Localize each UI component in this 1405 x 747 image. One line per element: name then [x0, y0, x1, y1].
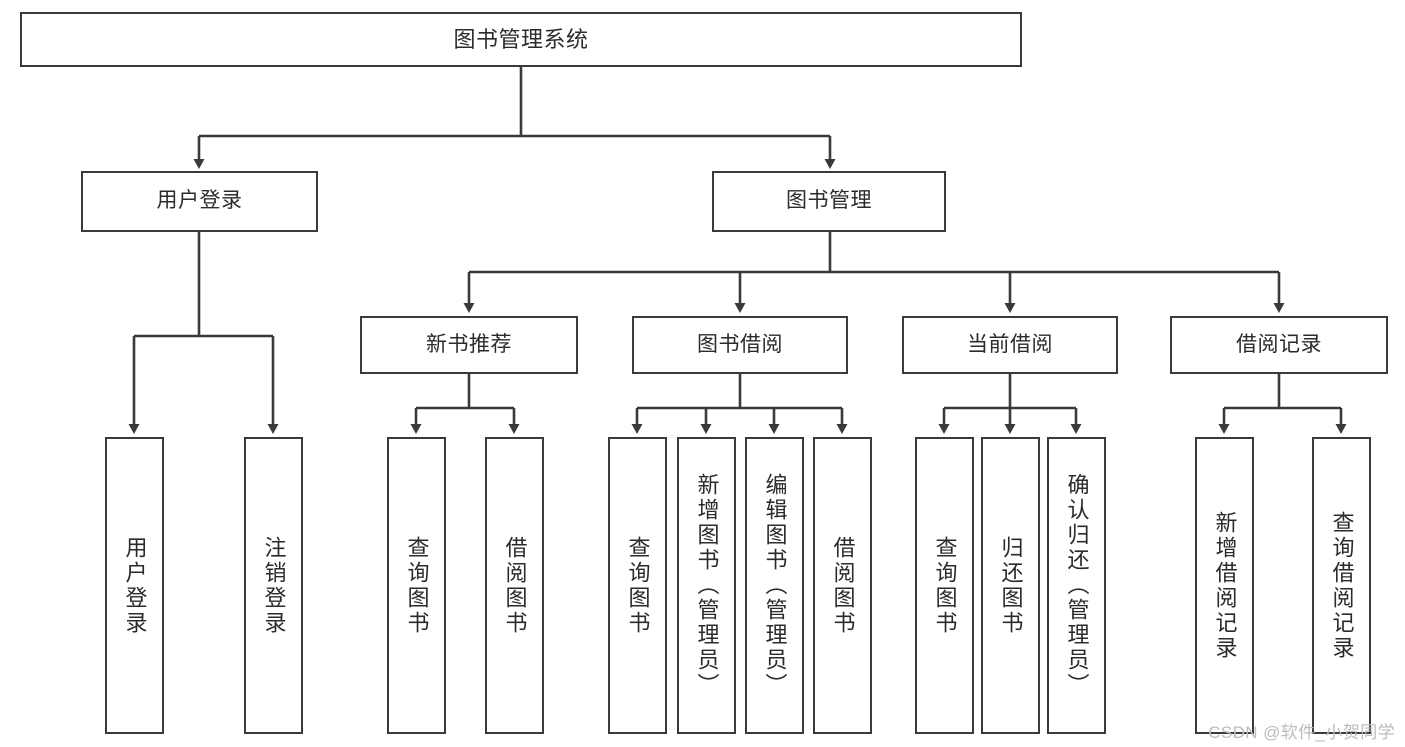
node-book-management[interactable]: 图书管理	[712, 171, 946, 232]
node-label: 注销登录	[261, 535, 287, 636]
leaf-borrow-book[interactable]: 借阅图书	[813, 437, 872, 734]
node-user-login[interactable]: 用户登录	[81, 171, 318, 232]
node-label: 图书管理系统	[453, 26, 589, 52]
leaf-query-book-current[interactable]: 查询图书	[915, 437, 974, 734]
leaf-confirm-return-admin[interactable]: 确认归还（管理员）	[1047, 437, 1106, 734]
leaf-user-login[interactable]: 用户登录	[105, 437, 164, 734]
node-label: 归还图书	[998, 535, 1024, 636]
node-label: 图书管理	[786, 189, 872, 213]
node-new-book-recommend[interactable]: 新书推荐	[360, 316, 578, 374]
leaf-add-borrow-record[interactable]: 新增借阅记录	[1195, 437, 1254, 734]
leaf-add-book-admin[interactable]: 新增图书（管理员）	[677, 437, 736, 734]
node-current-borrow[interactable]: 当前借阅	[902, 316, 1118, 374]
node-label: 查询借阅记录	[1329, 510, 1355, 661]
node-label: 新增图书（管理员）	[694, 473, 720, 698]
node-label: 查询图书	[404, 535, 430, 636]
node-label: 借阅记录	[1236, 332, 1322, 356]
leaf-query-book-borrow[interactable]: 查询图书	[608, 437, 667, 734]
node-label: 编辑图书（管理员）	[762, 473, 788, 698]
leaf-logout[interactable]: 注销登录	[244, 437, 303, 734]
node-label: 确认归还（管理员）	[1064, 473, 1090, 698]
node-label: 查询图书	[932, 535, 958, 636]
node-label: 图书借阅	[697, 332, 783, 356]
leaf-borrow-book-recommend[interactable]: 借阅图书	[485, 437, 544, 734]
leaf-query-book-recommend[interactable]: 查询图书	[387, 437, 446, 734]
node-label: 用户登录	[156, 189, 243, 213]
node-label: 新增借阅记录	[1212, 510, 1238, 661]
node-borrow-record[interactable]: 借阅记录	[1170, 316, 1388, 374]
node-root-library-system[interactable]: 图书管理系统	[20, 12, 1022, 67]
leaf-query-borrow-record[interactable]: 查询借阅记录	[1312, 437, 1371, 734]
node-label: 查询图书	[625, 535, 651, 636]
node-label: 借阅图书	[830, 535, 856, 636]
node-label: 新书推荐	[426, 332, 512, 356]
node-label: 当前借阅	[967, 332, 1053, 356]
leaf-return-book[interactable]: 归还图书	[981, 437, 1040, 734]
node-label: 用户登录	[122, 535, 148, 636]
leaf-edit-book-admin[interactable]: 编辑图书（管理员）	[745, 437, 804, 734]
node-book-borrow[interactable]: 图书借阅	[632, 316, 848, 374]
node-label: 借阅图书	[502, 535, 528, 636]
